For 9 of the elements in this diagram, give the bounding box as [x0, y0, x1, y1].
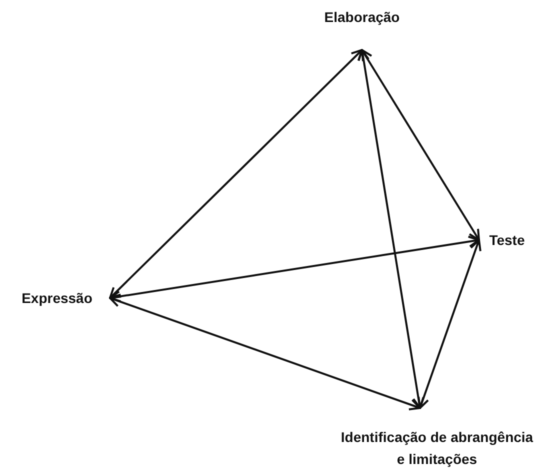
- node-label: Identificação de abrangência e limitações: [340, 428, 534, 469]
- double-arrow: [361, 49, 480, 241]
- node-label: Teste: [489, 231, 525, 250]
- double-arrow: [418, 239, 482, 409]
- node-label: Elaboração: [324, 8, 400, 27]
- double-arrow: [109, 296, 421, 410]
- double-arrow: [109, 236, 480, 302]
- double-arrow: [109, 49, 363, 299]
- node-label: Expressão: [22, 289, 92, 308]
